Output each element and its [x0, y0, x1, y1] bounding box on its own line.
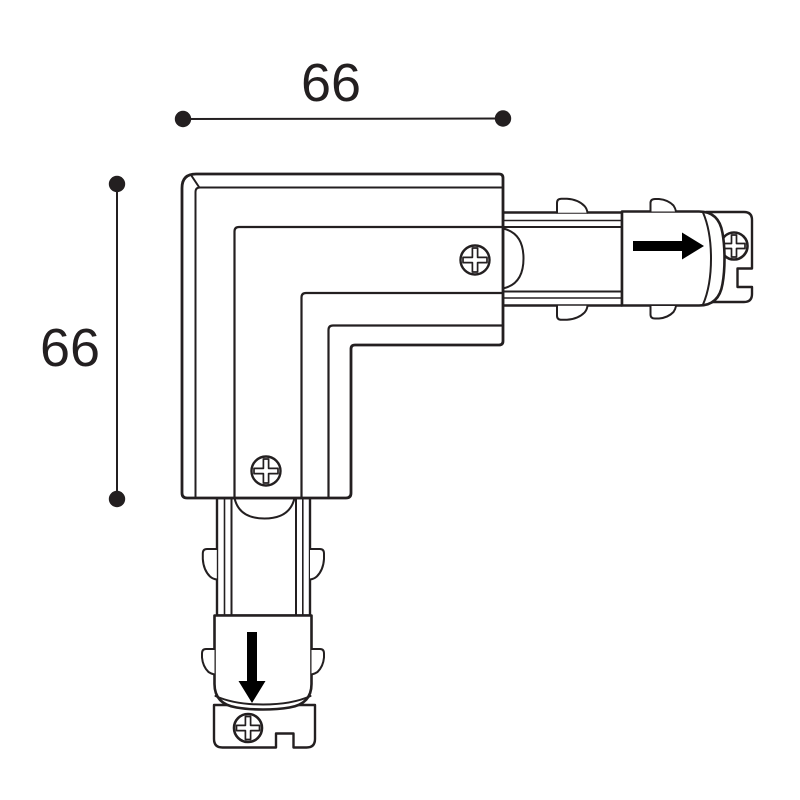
- rounded-end-inner-line: [214, 695, 312, 706]
- inner-step-line: [300, 291, 505, 500]
- latch-clip: [201, 548, 218, 581]
- right-connector: [501, 197, 754, 321]
- latch-clip: [309, 548, 325, 581]
- dimension-dot: [494, 110, 512, 127]
- latch-clip: [649, 198, 677, 213]
- dimension-line: [182, 117, 504, 120]
- phillips-screw-icon: [250, 455, 282, 487]
- bottom-end-cap: [212, 703, 317, 749]
- rounded-end-inner-line: [702, 211, 712, 306]
- arrow-right-icon: [633, 232, 704, 260]
- contact-bulge-arc: [502, 227, 525, 290]
- right-sleeve-section2: [620, 210, 726, 307]
- phillips-screw-icon: [459, 244, 491, 276]
- height-dimension-label: 66: [40, 318, 100, 378]
- body-outline: [180, 172, 505, 500]
- phillips-screw-icon: [232, 712, 264, 744]
- edge-lip-line: [194, 186, 504, 499]
- latch-clip: [556, 304, 589, 321]
- latch-clip: [649, 305, 677, 320]
- latch-clip: [201, 648, 216, 676]
- dimension-dot: [108, 175, 126, 193]
- corner-chamfer-line: [190, 174, 200, 188]
- width-dimension-label: 66: [301, 53, 361, 113]
- bottom-sleeve-section2: [213, 614, 313, 711]
- connector-body: [180, 172, 505, 500]
- width-dimension: 66: [174, 53, 512, 128]
- contact-bulge-arc: [233, 497, 296, 520]
- inner-step-line: [327, 324, 505, 500]
- height-dimension: 66: [40, 175, 126, 508]
- latch-clip: [556, 197, 589, 214]
- face-contour-line: [233, 225, 505, 500]
- dimension-dot: [108, 490, 126, 508]
- dimension-dot: [174, 110, 192, 128]
- arrow-down-icon: [238, 632, 266, 703]
- latch-clip: [310, 648, 325, 676]
- bottom-connector: [201, 496, 325, 749]
